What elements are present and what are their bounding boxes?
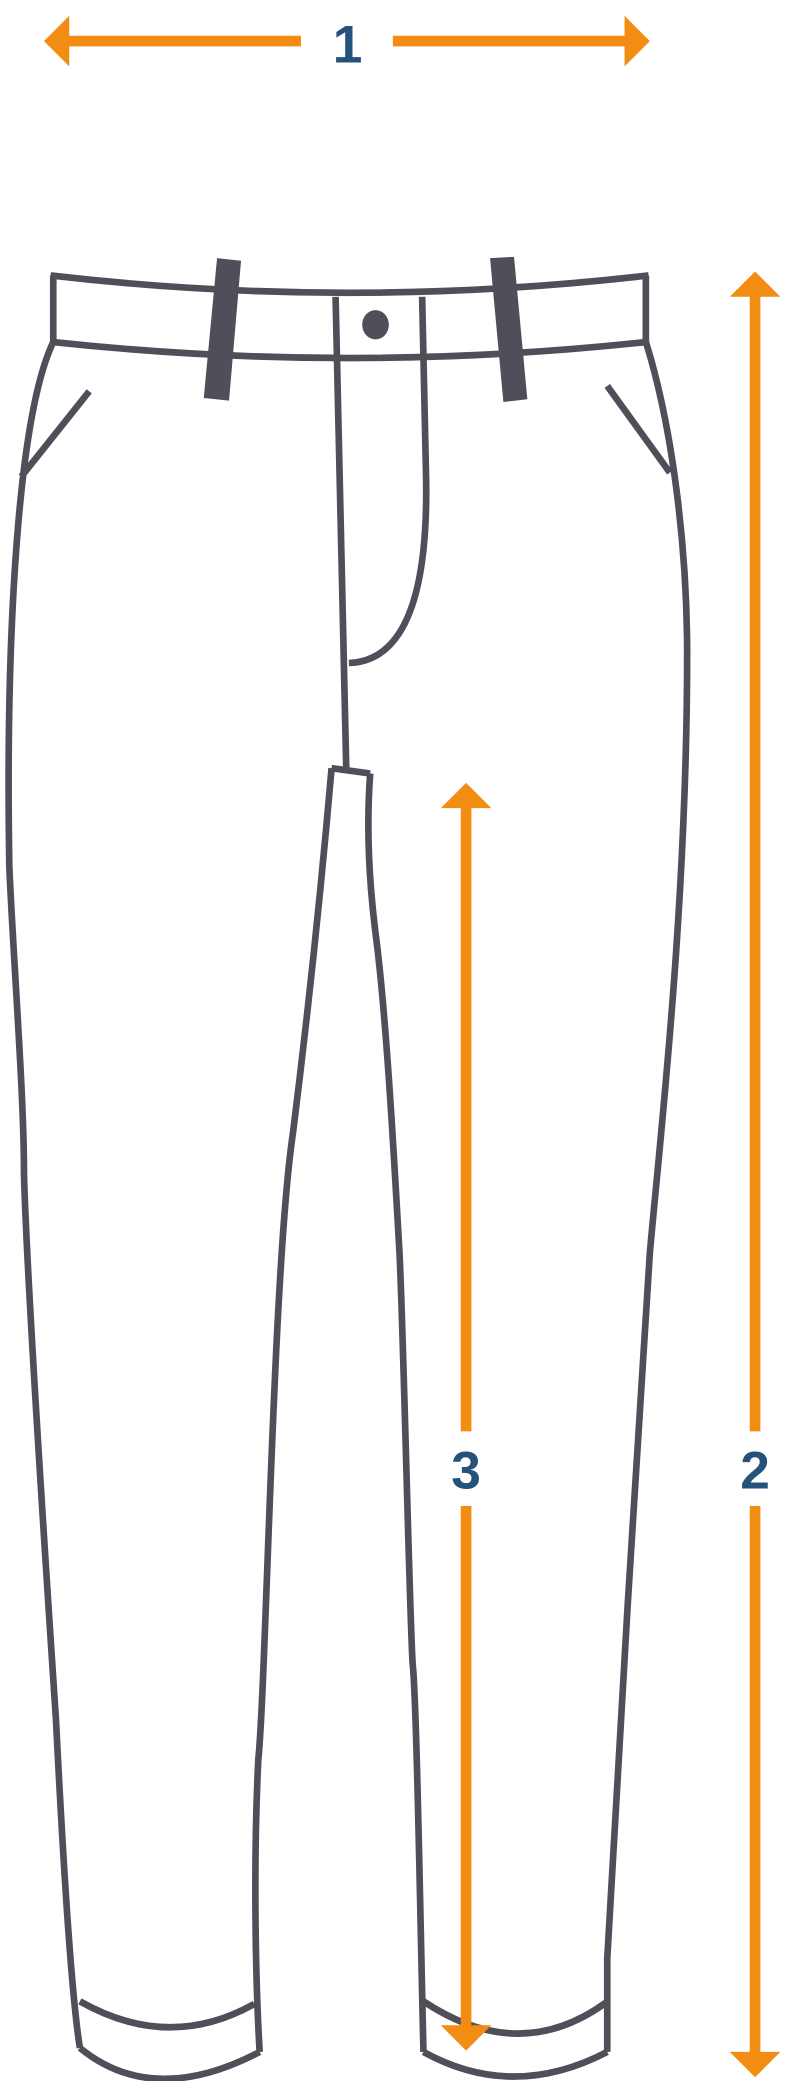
measurement-3-label: 3: [451, 1442, 481, 1501]
right-pocket: [604, 384, 673, 475]
fly-curve: [348, 296, 430, 667]
right-cuff-line: [421, 1998, 608, 2037]
fly-left-line: [332, 296, 350, 769]
measurement-2-arrow: [729, 271, 781, 2078]
arrowhead-right: [624, 15, 650, 67]
measurement-2-label: 2: [740, 1442, 770, 1501]
right-leg-outer-seam: [603, 341, 691, 2052]
left-leg-inner-seam: [252, 767, 335, 2053]
arrowhead-down: [729, 2051, 781, 2078]
waistband-bottom: [52, 338, 647, 362]
right-leg-inner-seam: [365, 773, 427, 2052]
left-leg-outer-seam: [5, 340, 84, 2049]
measurement-1-arrow: [43, 15, 650, 67]
belt-loops: [203, 256, 528, 402]
left-hem: [77, 2045, 262, 2081]
arrowhead-down: [440, 2025, 492, 2051]
arrowhead-left: [43, 15, 70, 67]
belt-loop-left: [203, 258, 242, 401]
left-cuff-line: [78, 1998, 256, 2031]
measurement-3-arrow: [440, 782, 492, 2051]
measurement-1-label: 1: [333, 15, 363, 74]
belt-loop-right: [490, 256, 528, 402]
crotch-seam: [331, 764, 371, 777]
button-icon: [362, 310, 389, 340]
right-hem: [421, 2048, 609, 2080]
arrowhead-up: [440, 782, 492, 809]
waistband-top: [50, 272, 649, 297]
left-pocket: [18, 389, 92, 479]
arrowhead-up: [729, 271, 781, 297]
pants-outline: [5, 272, 691, 2081]
